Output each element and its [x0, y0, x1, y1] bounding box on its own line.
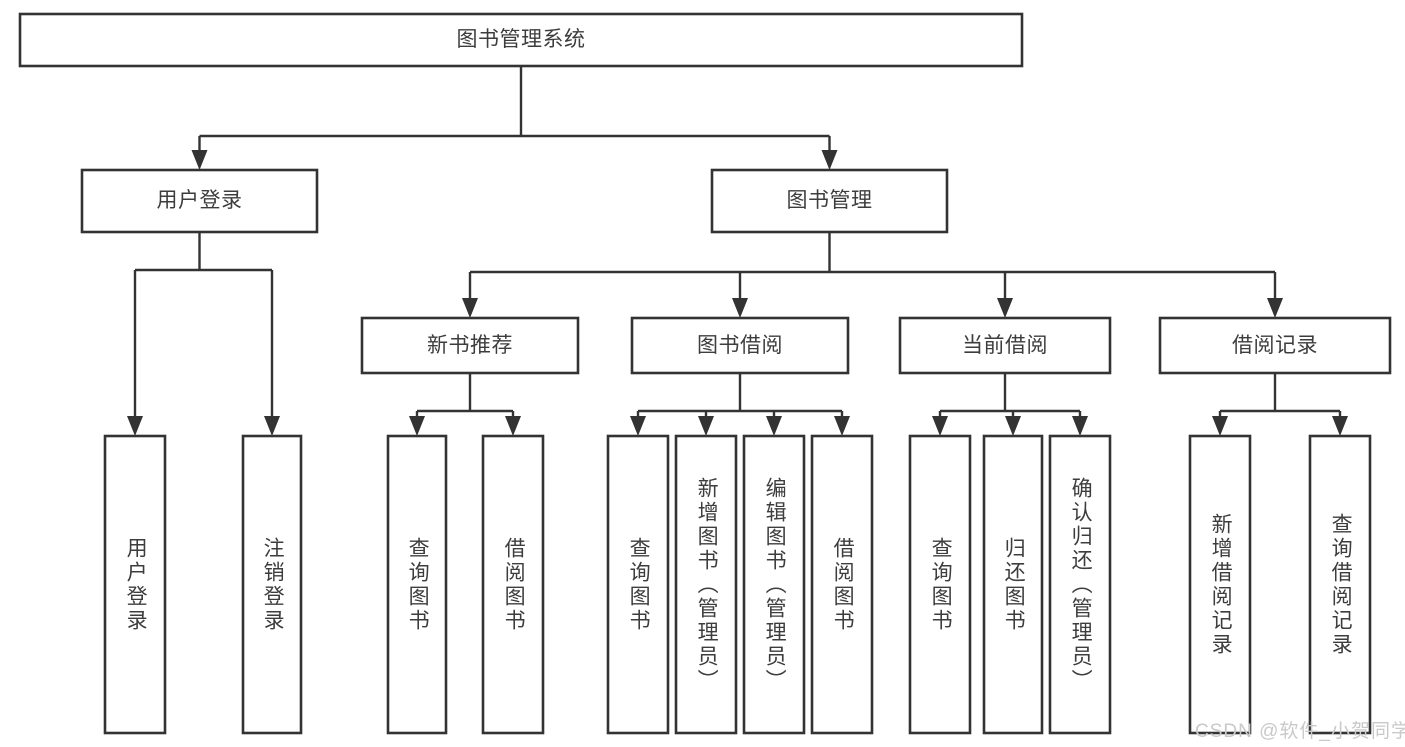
book-manage-arrow-2: [997, 298, 1013, 318]
to-leaves-book-borrow-arrow-0: [630, 416, 646, 436]
to-leaves-user-login-arrow-0: [127, 416, 143, 436]
level2-node-new-book-recommend[interactable]: [360, 316, 580, 375]
level2-node-book-borrow[interactable]: [630, 316, 850, 375]
to-leaves-borrow-record-arrow-1: [1332, 416, 1348, 436]
level1-node-user-login[interactable]: [80, 168, 319, 234]
leaf-node-leaf-user-login[interactable]: [103, 434, 167, 735]
leaf-node-leaf-query-record[interactable]: [1308, 434, 1372, 735]
node-boxes: [18, 12, 1392, 735]
to-leaves-user-login-arrow-1: [264, 416, 280, 436]
book-manage-arrow-0: [462, 298, 478, 318]
level1-node-book-manage[interactable]: [710, 168, 949, 234]
leaf-node-leaf-add-book[interactable]: [674, 434, 738, 735]
to-leaves-book-borrow-arrow-1: [698, 416, 714, 436]
leaf-node-leaf-borrow-book-new[interactable]: [481, 434, 545, 735]
level2-node-current-borrow[interactable]: [898, 316, 1112, 375]
leaf-node-leaf-logout[interactable]: [241, 434, 303, 735]
leaf-node-leaf-confirm-return[interactable]: [1048, 434, 1112, 735]
book-manage-arrow-1: [732, 298, 748, 318]
to-leaves-new-book-recommend-arrow-0: [409, 416, 425, 436]
leaf-node-leaf-query-book-new[interactable]: [386, 434, 448, 735]
level2-node-borrow-record[interactable]: [1158, 316, 1392, 375]
leaf-node-leaf-query-book-borrow[interactable]: [606, 434, 670, 735]
leaf-node-leaf-query-book-current[interactable]: [908, 434, 972, 735]
to-leaves-current-borrow-arrow-1: [1005, 416, 1021, 436]
leaf-node-leaf-add-record[interactable]: [1188, 434, 1252, 735]
root-arrow-1: [821, 150, 838, 170]
root-arrow-0: [191, 150, 208, 170]
to-leaves-book-borrow-arrow-2: [766, 416, 782, 436]
root-node[interactable]: [18, 12, 1024, 68]
to-leaves-current-borrow-arrow-2: [1072, 416, 1088, 436]
leaf-node-leaf-edit-book[interactable]: [742, 434, 806, 735]
to-leaves-book-borrow-arrow-3: [834, 416, 850, 436]
connector-lines: [127, 66, 1348, 436]
leaf-node-leaf-borrow-book[interactable]: [810, 434, 874, 735]
book-manage-arrow-3: [1267, 298, 1283, 318]
to-leaves-current-borrow-arrow-0: [932, 416, 948, 436]
to-leaves-borrow-record-arrow-0: [1212, 416, 1228, 436]
to-leaves-new-book-recommend-arrow-1: [505, 416, 521, 436]
leaf-node-leaf-return-book[interactable]: [982, 434, 1044, 735]
